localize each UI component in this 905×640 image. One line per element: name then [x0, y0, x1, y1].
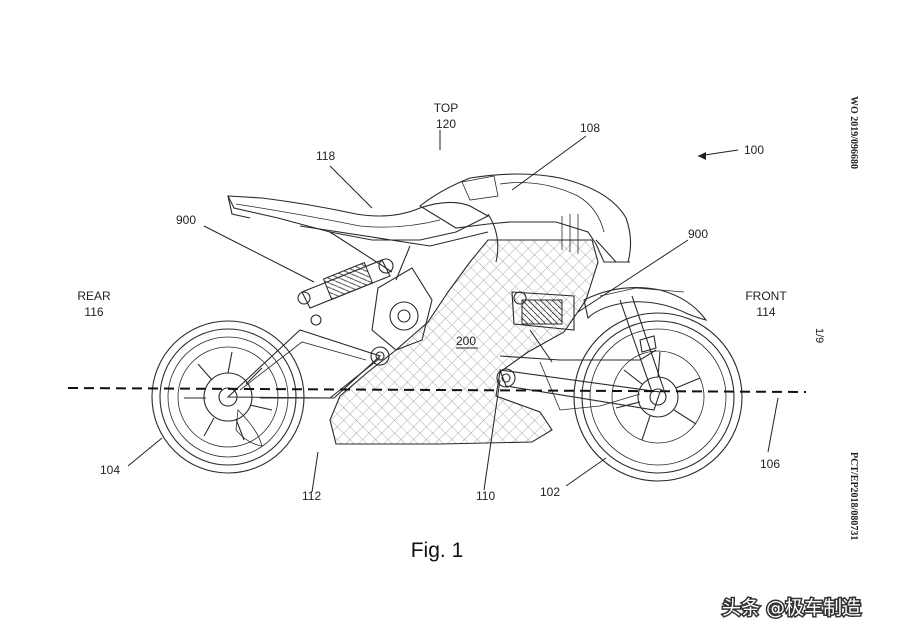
ref-118: 118: [316, 149, 335, 163]
ref-900-front: 900: [688, 227, 708, 241]
watermark: 头条 @极车制造: [721, 596, 863, 621]
svg-text:116: 116: [84, 305, 103, 319]
front-label: FRONT 114: [745, 289, 787, 319]
ref-100: 100: [744, 143, 764, 157]
svg-text:TOP: TOP: [434, 101, 458, 115]
svg-text:114: 114: [756, 305, 775, 319]
page-number: 1/9: [813, 328, 825, 343]
rear-label: REAR 116: [77, 289, 111, 319]
front-fork: [619, 295, 665, 393]
ref-200: 200: [456, 334, 476, 348]
svg-text:120: 120: [436, 117, 456, 131]
svg-text:REAR: REAR: [77, 289, 111, 303]
seat: [227, 195, 490, 241]
rear-wheel: [151, 320, 305, 474]
ref-110: 110: [476, 489, 495, 503]
front-swingarm: [496, 349, 661, 411]
publication-number: WO 2019/096680: [848, 96, 859, 169]
rear-subframe: [299, 213, 499, 281]
top-label: TOP 120: [434, 101, 458, 131]
battery-housing: [329, 239, 599, 445]
ref-102: 102: [540, 485, 560, 499]
ref-104: 104: [100, 463, 120, 477]
application-number: PCT/EP2018/080731: [848, 452, 859, 540]
figure-caption: Fig. 1: [411, 539, 464, 562]
ref-106: 106: [760, 457, 780, 471]
center-axis-line: [67, 387, 807, 393]
svg-text:头条 @极车制造: 头条 @极车制造: [722, 597, 861, 619]
swingarm: [226, 329, 390, 399]
leader-lines: [127, 130, 779, 493]
ref-900-rear: 900: [176, 213, 196, 227]
rear-shock-absorber: [297, 258, 394, 326]
svg-text:FRONT: FRONT: [745, 289, 787, 303]
motor-block: [371, 267, 433, 351]
ref-108: 108: [580, 121, 600, 135]
ref-112: 112: [302, 489, 321, 503]
tank-cover: [419, 173, 632, 263]
front-fender: [583, 287, 708, 321]
front-shock-absorber: [511, 291, 575, 363]
